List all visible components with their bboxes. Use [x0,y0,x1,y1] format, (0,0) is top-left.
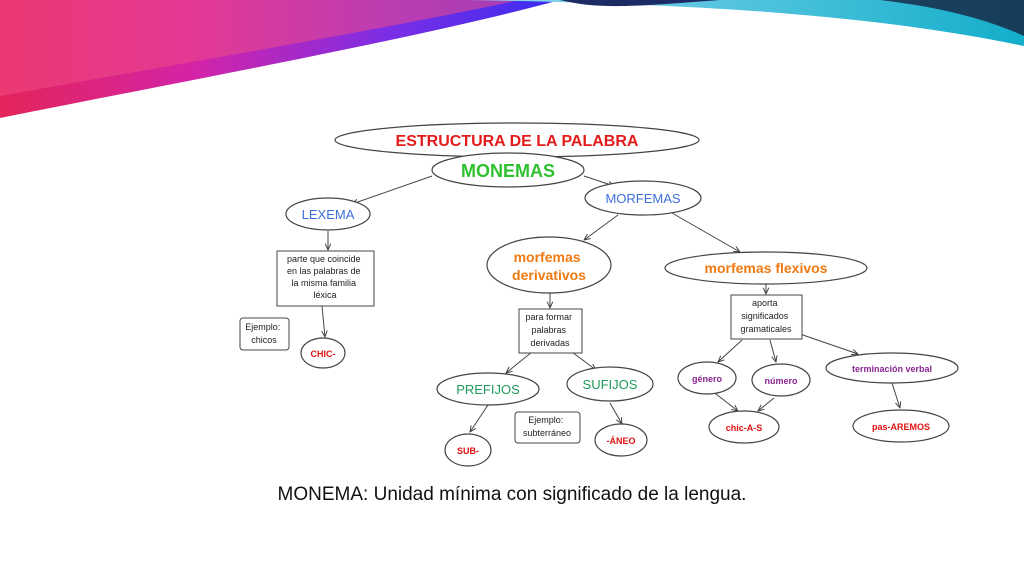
sufijos-example-box [514,411,581,444]
sufijos-ellipse [566,366,654,402]
connector [715,393,738,411]
morfemas-label: MORFEMAS [605,191,680,206]
genero-ellipse [677,361,737,395]
terminacion-ellipse [825,352,959,384]
monemas-ellipse [431,152,585,188]
flexivos-definition: aporta significados gramaticales [740,298,792,334]
diagram-title: ESTRUCTURA DE LA PALABRA [396,133,639,150]
sub-ellipse [444,433,492,467]
derivativos-definition: para formar palabras derivadas [525,312,574,348]
derivativos-ellipse [486,236,612,294]
connector [891,382,900,408]
lexema-ellipse [285,197,371,231]
lexema-definition: parte que coincide en las palabras de la… [287,254,363,300]
flexivos-ellipse [664,251,868,285]
derivativos-definition-box [518,308,583,354]
lexema-example-box [239,317,290,351]
connector [571,351,596,370]
pasaremos-ellipse [852,409,950,443]
connector [758,397,775,411]
prefijos-ellipse [436,372,540,406]
connector [322,305,325,337]
chicas-label: chic-A-S [726,423,763,433]
connector [470,404,489,432]
lexema-label: LEXEMA [302,207,355,222]
chic-label: CHIC- [311,349,336,359]
connector [769,339,776,362]
sufijos-label: SUFIJOS [583,377,638,392]
lexema-example: Ejemplo: chicos [245,322,283,345]
numero-ellipse [751,363,811,397]
connector [609,402,622,424]
sufijos-example: Ejemplo: subterráneo [523,415,571,438]
aneo-label: -ÁNEO [607,436,636,446]
aneo-ellipse [594,423,648,457]
lexema-definition-box [276,250,375,307]
connector [584,214,619,240]
morfemas-ellipse [584,180,702,216]
slide-caption: MONEMA: Unidad mínima con significado de… [277,484,747,505]
connector [506,351,533,373]
pasaremos-label: pas-AREMOS [872,422,930,432]
connector [718,339,743,362]
derivativos-label: morfemas derivativos [512,249,586,283]
numero-label: número [764,376,798,386]
sub-label: SUB- [457,446,479,456]
terminacion-label: terminación verbal [852,364,932,374]
genero-label: género [692,374,723,384]
prefijos-label: PREFIJOS [456,382,520,397]
chicas-ellipse [708,410,780,444]
flexivos-label: morfemas flexivos [705,260,828,276]
connector [799,333,858,354]
connector [352,175,433,204]
chic-ellipse [300,337,346,369]
connector [671,212,740,252]
monemas-label: MONEMAS [461,161,555,181]
flexivos-definition-box [730,294,803,340]
